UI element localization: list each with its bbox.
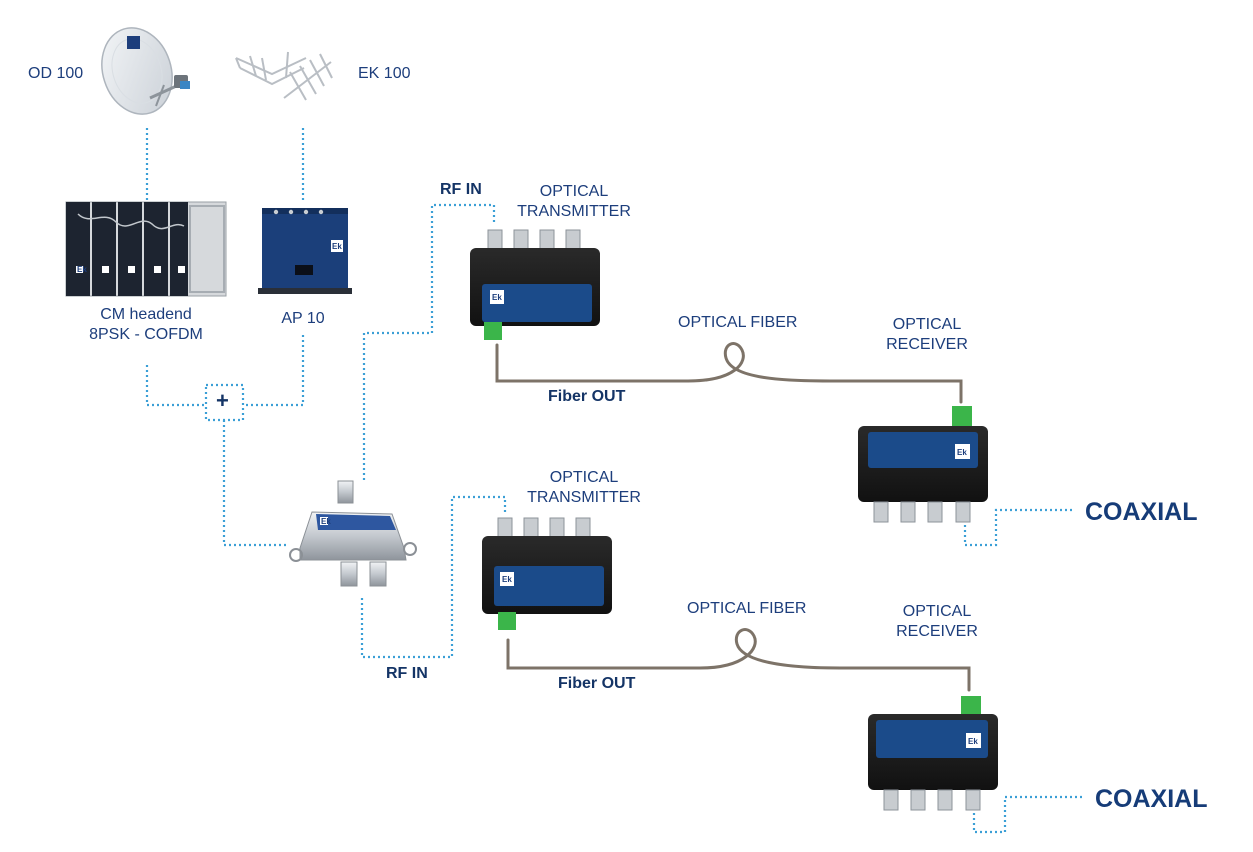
coaxial-output-top: COAXIAL <box>1085 498 1198 526</box>
optical-transmitter-top <box>470 229 600 340</box>
optical-transmitter-bottom <box>482 517 612 630</box>
optical-receiver-top <box>858 406 988 523</box>
logo-tx-bottom: Ek <box>502 575 512 584</box>
splitter-device <box>289 480 417 587</box>
link-ap10-to-combiner <box>243 335 305 407</box>
signal-links <box>145 128 1082 834</box>
link-combiner-to-splitter <box>222 420 288 547</box>
link-headend-to-combiner <box>145 365 206 407</box>
logo-splitter: Ek <box>321 517 331 526</box>
cm-headend-rack <box>65 201 227 297</box>
logo-ap10: Ek <box>332 242 342 251</box>
antenna-label: EK 100 <box>358 65 411 82</box>
fiber-out-label-top: Fiber OUT <box>548 388 626 405</box>
satellite-dish-icon <box>101 27 190 115</box>
rf-in-label-bottom: RF IN <box>386 665 428 682</box>
fiber-cable-top <box>495 342 963 404</box>
link-rx-bottom-to-coaxial <box>972 795 1082 834</box>
satellite-label: OD 100 <box>28 65 84 82</box>
rf-in-label-top: RF IN <box>440 181 482 198</box>
transmitter-bottom-line1: OPTICAL <box>549 469 619 486</box>
fiber-cable-bottom <box>506 628 971 692</box>
receiver-bottom-line2: RECEIVER <box>896 623 978 640</box>
link-splitter-to-tx-top <box>362 203 496 480</box>
combiner-plus-sign: + <box>216 388 229 413</box>
terrestrial-antenna-icon <box>235 51 333 101</box>
transmitter-bottom-line2: TRANSMITTER <box>527 489 641 506</box>
fiber-label-bottom: OPTICAL FIBER <box>687 600 807 617</box>
logo-headend: Ek <box>77 265 87 274</box>
ap10-label: AP 10 <box>281 310 325 327</box>
coaxial-output-bottom: COAXIAL <box>1095 785 1208 813</box>
device-logos: Ek Ek Ek Ek Ek Ek Ek <box>77 242 978 746</box>
link-rx-top-to-coaxial <box>963 508 1072 547</box>
fiber-out-label-bottom: Fiber OUT <box>558 675 636 692</box>
fiber-cables <box>495 342 971 692</box>
receiver-label-top: OPTICAL RECEIVER <box>872 315 982 355</box>
optical-receiver-bottom <box>868 696 998 811</box>
receiver-bottom-line1: OPTICAL <box>902 603 972 620</box>
transmitter-top-line2: TRANSMITTER <box>517 203 631 220</box>
ap10-unit <box>258 208 352 294</box>
transmitter-label-top: OPTICAL TRANSMITTER <box>511 182 637 222</box>
logo-rx-bottom: Ek <box>968 737 978 746</box>
logo-tx-top: Ek <box>492 293 502 302</box>
transmitter-top-line1: OPTICAL <box>539 183 609 200</box>
fiber-label-top: OPTICAL FIBER <box>678 314 798 331</box>
cm-headend-line1: CM headend <box>100 306 192 323</box>
logo-rx-top: Ek <box>957 448 967 457</box>
receiver-top-line1: OPTICAL <box>892 316 962 333</box>
receiver-label-bottom: OPTICAL RECEIVER <box>882 602 992 642</box>
receiver-top-line2: RECEIVER <box>886 336 968 353</box>
transmitter-label-bottom: OPTICAL TRANSMITTER <box>522 468 646 508</box>
cm-headend-line2: 8PSK - COFDM <box>89 326 203 343</box>
cm-headend-label: CM headend 8PSK - COFDM <box>76 305 216 345</box>
